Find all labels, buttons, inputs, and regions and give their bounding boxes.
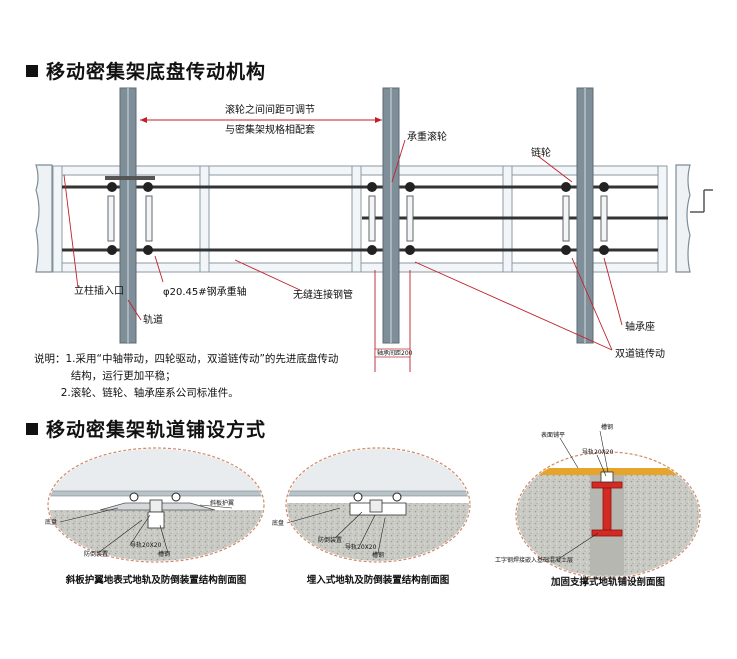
label-right-surface: 表面铺平 — [541, 431, 565, 439]
note-line: 2.滚轮、链轮、轴承座系公司标准件。 — [34, 387, 239, 399]
caption-left: 斜板护翼地表式地轨及防倒装置结构剖面图 — [65, 574, 247, 586]
label-left-rail: 导轨20X20 — [130, 541, 162, 549]
rail-section-middle: 底盘 防倒装置 导轨20X20 槽钢 埋入式地轨及防倒装置结构剖面图 — [272, 447, 471, 586]
left-end-plate — [35, 164, 53, 273]
label-right-rail: 导轨20X20 — [582, 448, 614, 456]
i-beam-icon — [591, 481, 623, 537]
title-square-icon — [26, 65, 38, 77]
label-right-note: 工字钢焊接嵌入基础混凝土层 — [495, 556, 573, 564]
label-sprocket: 链轮 — [531, 146, 551, 159]
label-dimension: 轴承间距200 — [377, 349, 413, 357]
diagram-notes: 说明：1.采用“中轴带动，四轮驱动，双道链传动”的先进底盘传动 结构，运行更加平… — [34, 351, 338, 402]
wheel-assembly-right — [561, 182, 609, 255]
label-middle-groove: 槽钢 — [372, 551, 384, 559]
label-right-groove: 槽钢 — [601, 423, 613, 431]
label-seamless-pipe: 无缝连接钢管 — [293, 288, 353, 301]
label-spacing-2: 与密集架规格相配套 — [225, 123, 315, 136]
crank-handle-icon — [690, 189, 713, 213]
label-column-socket: 立柱插入口 — [74, 284, 124, 297]
label-left-anti-tip: 防倒装置 — [84, 550, 108, 558]
note-line: 结构，运行更加平稳； — [34, 370, 176, 382]
label-middle-anti-tip: 防倒装置 — [318, 536, 342, 544]
label-spacing-1: 滚轮之间间距可调节 — [225, 103, 315, 116]
rail-section-left: 底盘 斜板护翼 防倒装置 导轨20X20 槽钢 斜板护翼地表式地轨及防倒装置结构… — [45, 447, 265, 586]
label-middle-rail: 导轨20X20 — [345, 543, 377, 551]
label-bearing-wheel: 承重滚轮 — [407, 130, 447, 143]
label-left-groove: 槽钢 — [158, 550, 170, 558]
label-bearing-seat: 轴承座 — [625, 320, 655, 333]
chassis-frame-left — [52, 165, 63, 273]
note-line: 说明：1.采用“中轴带动，四轮驱动，双道链传动”的先进底盘传动 — [34, 353, 339, 365]
wheel-assembly-middle — [367, 182, 415, 255]
label-shaft: φ20.45#钢承重轴 — [163, 285, 247, 298]
title-square-icon — [26, 423, 38, 435]
label-left-floor: 底盘 — [45, 518, 57, 526]
wheel-assembly-left — [105, 176, 155, 255]
rail-section-right: 表面铺平 槽钢 导轨20X20 工字钢焊接嵌入基础混凝土层 加固支撑式地轨铺设剖… — [495, 423, 701, 588]
dimension-box — [374, 348, 411, 358]
caption-right: 加固支撑式地轨铺设剖面图 — [550, 576, 665, 588]
label-rail: 轨道 — [143, 313, 163, 326]
caption-middle: 埋入式地轨及防倒装置结构剖面图 — [307, 574, 450, 586]
section-title-chassis: 移动密集架底盘传动机构 — [26, 57, 266, 84]
spacing-dimension — [140, 117, 382, 123]
section-title-rails: 移动密集架轨道铺设方式 — [26, 415, 266, 442]
label-middle-floor: 底盘 — [272, 519, 284, 527]
chassis-diagram: 滚轮之间间距可调节 与密集架规格相配套 轴承间距200 承重滚轮 链轮 立柱插入… — [35, 87, 713, 372]
label-left-wing: 斜板护翼 — [210, 499, 234, 507]
right-end-plate — [675, 164, 691, 273]
label-double-chain: 双道链传动 — [615, 347, 665, 360]
